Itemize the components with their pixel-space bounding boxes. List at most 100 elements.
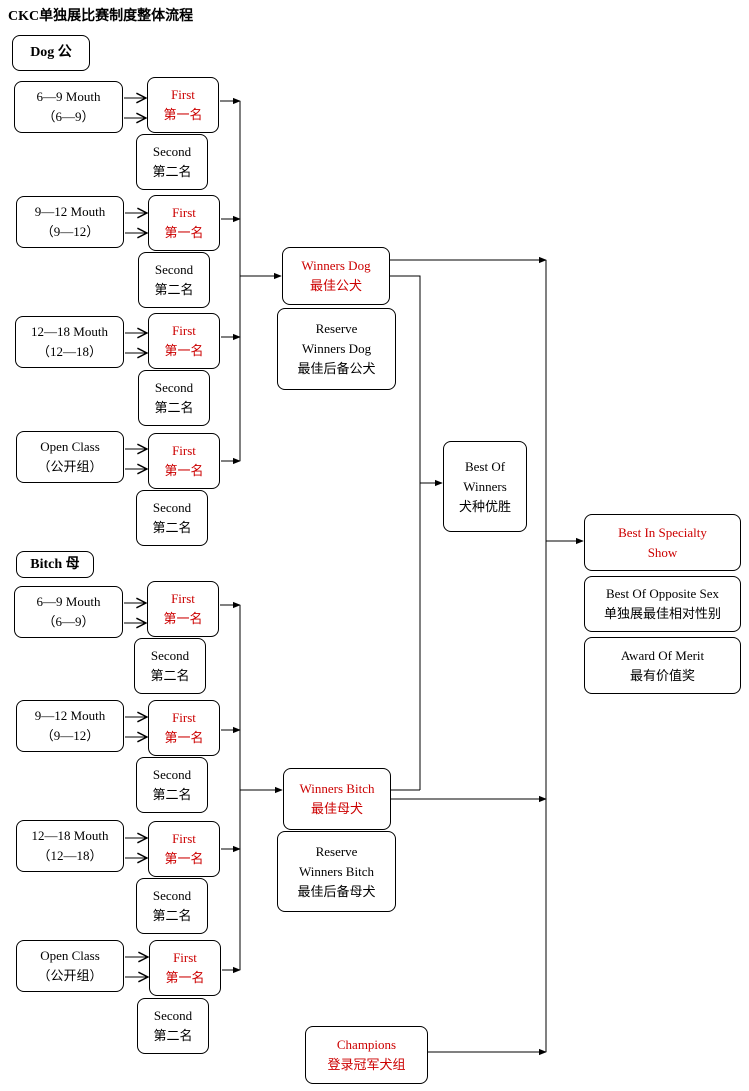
dog-class-6-9-second: Second 第二名 — [136, 134, 208, 190]
bitch-class-6-9-first: First 第一名 — [147, 581, 219, 637]
dog-class-9-12-second: Second 第二名 — [138, 252, 210, 308]
best-of-winners: Best Of Winners 犬种优胜 — [443, 441, 527, 532]
dog-class-open: Open Class （公开组） — [16, 431, 124, 483]
bitch-class-9-12: 9—12 Mouth （9—12） — [16, 700, 124, 752]
second-en: Second — [152, 144, 192, 159]
class-name: 6—9 Mouth — [36, 89, 101, 104]
bitch-header-label: Bitch 母 — [30, 556, 80, 572]
class-name: 6—9 Mouth — [36, 594, 101, 609]
winners-dog-zh: 最佳公犬 — [309, 278, 362, 293]
second-zh: 第二名 — [152, 787, 192, 802]
reserve-winners-dog: Reserve Winners Dog 最佳后备公犬 — [277, 308, 396, 390]
reserve-en2: Winners Bitch — [299, 863, 374, 879]
aom-l1: Award Of Merit — [620, 647, 705, 663]
bitch-class-12-18-first: First 第一名 — [148, 821, 220, 877]
winners-dog: Winners Dog 最佳公犬 — [282, 247, 390, 305]
class-name: 12—18 Mouth — [31, 324, 108, 339]
second-zh: 第二名 — [154, 282, 194, 297]
bitch-class-6-9-second: Second 第二名 — [134, 638, 206, 694]
class-name: Open Class — [40, 948, 100, 963]
class-sub: （12—18） — [36, 344, 102, 359]
bitch-class-9-12-second: Second 第二名 — [136, 757, 208, 813]
second-zh: 第二名 — [152, 164, 192, 179]
first-en: First — [172, 205, 196, 220]
second-zh: 第二名 — [152, 908, 192, 923]
class-sub: （公开组） — [37, 459, 103, 474]
class-sub: （9—12） — [40, 728, 100, 743]
champions: Champions 登录冠军犬组 — [305, 1026, 428, 1084]
class-name: 9—12 Mouth — [34, 204, 106, 219]
champions-en: Champions — [336, 1037, 397, 1052]
bos-l2: 单独展最佳相对性别 — [603, 606, 721, 621]
bis-l2: Show — [647, 544, 678, 560]
bitch-class-6-9: 6—9 Mouth （6—9） — [14, 586, 123, 638]
first-zh: 第一名 — [164, 851, 204, 866]
class-sub: （6—9） — [42, 109, 95, 124]
first-zh: 第一名 — [164, 730, 204, 745]
dog-class-9-12: 9—12 Mouth （9—12） — [16, 196, 124, 248]
second-en: Second — [152, 500, 192, 515]
first-en: First — [172, 710, 196, 725]
aom-l2: 最有价值奖 — [629, 667, 695, 683]
dog-class-12-18: 12—18 Mouth （12—18） — [15, 316, 124, 368]
bitch-class-9-12-first: First 第一名 — [148, 700, 220, 756]
bow-l2: Winners — [463, 478, 507, 494]
second-en: Second — [152, 888, 192, 903]
second-zh: 第二名 — [154, 400, 194, 415]
dog-header: Dog 公 — [12, 35, 90, 71]
second-en: Second — [154, 380, 194, 395]
reserve-zh: 最佳后备公犬 — [297, 361, 376, 376]
dog-class-12-18-second: Second 第二名 — [138, 370, 210, 426]
class-sub: （公开组） — [37, 968, 103, 983]
bow-l3: 犬种优胜 — [458, 498, 511, 514]
champions-zh: 登录冠军犬组 — [327, 1057, 406, 1072]
page-title: CKC单独展比赛制度整体流程 — [8, 9, 194, 24]
bitch-class-12-18-second: Second 第二名 — [136, 878, 208, 934]
winners-bitch-en: Winners Bitch — [299, 781, 375, 796]
bis-l1: Best In Specialty — [618, 524, 707, 540]
bitch-class-open-second: Second 第二名 — [137, 998, 209, 1054]
dog-class-open-second: Second 第二名 — [136, 490, 208, 546]
dog-class-6-9: 6—9 Mouth （6—9） — [14, 81, 123, 133]
second-zh: 第二名 — [150, 668, 190, 683]
class-sub: （12—18） — [37, 848, 103, 863]
reserve-winners-bitch: Reserve Winners Bitch 最佳后备母犬 — [277, 831, 396, 912]
first-en: First — [171, 591, 195, 606]
first-zh: 第一名 — [163, 611, 203, 626]
first-zh: 第一名 — [165, 970, 205, 985]
first-en: First — [171, 87, 195, 102]
dog-class-12-18-first: First 第一名 — [148, 313, 220, 369]
first-en: First — [172, 831, 196, 846]
dog-class-6-9-first: First 第一名 — [147, 77, 219, 133]
bitch-class-open: Open Class （公开组） — [16, 940, 124, 992]
reserve-en2: Winners Dog — [301, 341, 372, 356]
dog-header-label: Dog 公 — [30, 45, 72, 60]
winners-bitch-zh: 最佳母犬 — [310, 801, 363, 816]
bitch-class-open-first: First 第一名 — [149, 940, 221, 996]
second-en: Second — [150, 648, 190, 663]
class-name: 12—18 Mouth — [31, 828, 109, 843]
first-en: First — [172, 443, 196, 458]
first-zh: 第一名 — [164, 225, 204, 240]
bitch-header: Bitch 母 — [16, 551, 94, 578]
reserve-zh: 最佳后备母犬 — [297, 883, 376, 899]
first-en: First — [172, 323, 196, 338]
first-zh: 第一名 — [163, 107, 203, 122]
reserve-en1: Reserve — [315, 321, 358, 336]
first-en: First — [173, 950, 197, 965]
second-zh: 第二名 — [152, 520, 192, 535]
dog-class-open-first: First 第一名 — [148, 433, 220, 489]
bitch-class-12-18: 12—18 Mouth （12—18） — [16, 820, 124, 872]
dog-class-9-12-first: First 第一名 — [148, 195, 220, 251]
second-zh: 第二名 — [153, 1028, 193, 1043]
best-of-opposite-sex: Best Of Opposite Sex 单独展最佳相对性别 — [584, 576, 741, 632]
first-zh: 第一名 — [164, 343, 204, 358]
award-of-merit: Award Of Merit 最有价值奖 — [584, 637, 741, 694]
class-name: Open Class — [40, 439, 100, 454]
class-sub: （6—9） — [42, 614, 95, 629]
class-name: 9—12 Mouth — [34, 708, 106, 723]
bos-l1: Best Of Opposite Sex — [605, 586, 720, 601]
winners-dog-en: Winners Dog — [301, 258, 371, 273]
bow-l1: Best Of — [464, 458, 506, 474]
